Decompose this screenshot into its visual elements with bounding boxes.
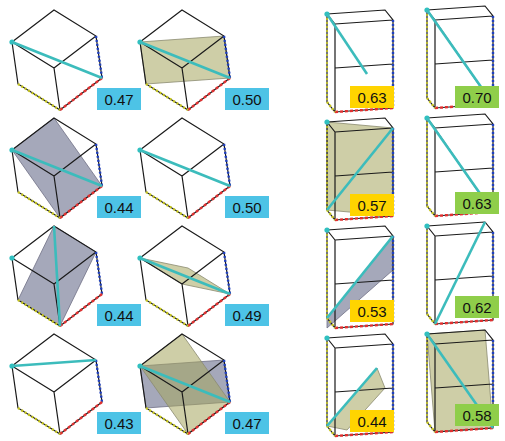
score-box: 0.44 — [97, 196, 141, 218]
score-value: 0.63 — [462, 196, 491, 211]
score-box: 0.70 — [455, 86, 499, 108]
score-box: 0.43 — [97, 412, 141, 434]
cube-figure — [324, 334, 393, 436]
score-value: 0.44 — [104, 200, 133, 215]
score-box: 0.53 — [350, 300, 394, 322]
score-value: 0.43 — [104, 416, 133, 431]
score-box: 0.50 — [225, 88, 269, 110]
score-value: 0.50 — [232, 92, 261, 107]
score-value: 0.53 — [357, 304, 386, 319]
cube-figure — [324, 10, 393, 112]
score-value: 0.62 — [462, 300, 491, 315]
cube-figure — [324, 118, 393, 220]
cube-figure — [137, 10, 230, 110]
cube-figure — [9, 118, 102, 218]
score-box: 0.62 — [455, 296, 499, 318]
score-box: 0.49 — [225, 304, 269, 326]
score-box: 0.57 — [350, 194, 394, 216]
score-box: 0.63 — [350, 86, 394, 108]
score-value: 0.58 — [462, 408, 491, 423]
score-box: 0.47 — [97, 88, 141, 110]
cube-figure — [137, 334, 230, 434]
cube-figure — [137, 118, 230, 218]
cube-figure — [9, 334, 102, 434]
score-box: 0.47 — [225, 412, 269, 434]
score-box: 0.63 — [455, 192, 499, 214]
score-value: 0.70 — [462, 90, 491, 105]
score-value: 0.47 — [104, 92, 133, 107]
cube-figure — [324, 226, 393, 328]
score-value: 0.57 — [357, 198, 386, 213]
cube-figure — [9, 226, 102, 326]
cube-figure — [9, 10, 102, 110]
score-value: 0.44 — [357, 414, 386, 429]
score-value: 0.44 — [104, 308, 133, 323]
score-value: 0.47 — [232, 416, 261, 431]
score-box: 0.50 — [225, 196, 269, 218]
score-value: 0.49 — [232, 308, 261, 323]
score-value: 0.63 — [357, 90, 386, 105]
score-box: 0.44 — [97, 304, 141, 326]
score-box: 0.44 — [350, 410, 394, 432]
score-value: 0.50 — [232, 200, 261, 215]
score-box: 0.58 — [455, 404, 499, 426]
cube-figure — [137, 226, 230, 326]
